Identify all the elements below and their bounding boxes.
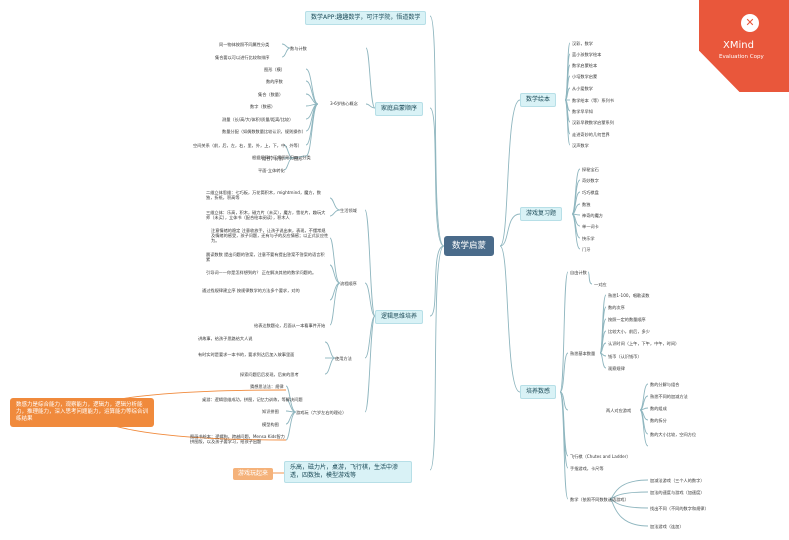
numbers-basic-item[interactable]: 观察规律 xyxy=(608,366,625,371)
numbers-mix[interactable]: 两人对应游戏 xyxy=(606,408,632,413)
picture-book-item[interactable]: 蓝小孩数学绘本 xyxy=(572,52,602,57)
picture-book-item[interactable]: 数学早早知 xyxy=(572,109,593,114)
logic-proc-c[interactable]: 探索问题后后发现，后来的思考 xyxy=(240,372,299,377)
family-item[interactable]: 集合要以可以进行比较和排序 xyxy=(215,55,270,60)
logic-play-item[interactable]: 猜想思法法：规律 xyxy=(250,384,284,389)
family-item[interactable]: 平面-立体转化 xyxy=(258,168,285,173)
logic-lan-f[interactable]: 通过找规律建立序 按规律数学的方法多个要求，对的 xyxy=(202,288,300,293)
logic-lan-g[interactable]: 给表达数题论，后面从一本看事件开始 xyxy=(254,323,326,328)
logic-method[interactable]: 使用方法 xyxy=(335,356,352,361)
family-branch[interactable]: 家庭启蒙顺序 xyxy=(375,102,424,116)
game-item[interactable]: 奇妙数字 xyxy=(582,178,599,183)
logic-branch[interactable]: 逻辑思维培养 xyxy=(375,310,424,324)
numbers-basic-item[interactable]: 认识时间（上午，下午，中午，时间） xyxy=(608,341,680,346)
numbers-mix-item[interactable]: 熟悉不同的加减方法 xyxy=(650,394,688,399)
family-item[interactable]: 集合（数量） xyxy=(258,92,284,97)
numbers-mental-item[interactable]: 加法游戏（连加） xyxy=(650,524,684,529)
family-item[interactable]: 空间关系（前，后，左，右，里，外，上，下，中，外等） xyxy=(193,143,302,148)
family-item[interactable]: 同一物体按照不同属性分类 xyxy=(219,42,270,47)
numbers-mental-item[interactable]: 加法的速度与游戏（加速度） xyxy=(650,490,705,495)
family-item[interactable]: 测量（长/高/大/体积/质量/距离/比较） xyxy=(222,117,294,122)
logic-proc[interactable]: 流程顺序 xyxy=(340,281,357,286)
game-box[interactable]: 游戏玩起来 xyxy=(233,468,274,480)
numbers-mix-item[interactable]: 数的分解与组合 xyxy=(650,382,680,387)
logic-play-item[interactable]: 桌游：逻辑思维成功，拼图，记忆力训练，等解决问题 xyxy=(202,397,303,402)
badge-sub: Evaluation Copy xyxy=(719,54,764,60)
game-item[interactable]: 探秘宝石 xyxy=(582,167,599,172)
numbers-mix-item[interactable]: 数的大小比较，空间方位 xyxy=(650,432,697,437)
game-item[interactable]: 单一词卡 xyxy=(582,224,599,229)
logic-proc-a[interactable]: 讲故事，给孩子思路给大人说 xyxy=(198,336,253,341)
game-item[interactable]: 数独 xyxy=(582,202,591,207)
family-item[interactable]: 根据规律特征将图形归口，分类 xyxy=(252,155,311,160)
logic-lan[interactable]: 生活领域 xyxy=(340,208,357,213)
family-item[interactable]: 数的序数 xyxy=(266,79,283,84)
games-branch[interactable]: 游戏复习题 xyxy=(520,207,563,221)
picture-book-item[interactable]: 小培数学启蒙 xyxy=(572,74,598,79)
numbers-basic-item[interactable]: 数的次序 xyxy=(608,305,625,310)
logic-lan-a[interactable]: 二维立体思维：七巧板，万花筒积木，mightmind，魔方，数独，折纸，积高等 xyxy=(206,190,321,200)
game-list[interactable]: 乐高，磁力片，桌游，飞行棋，生活中渗透，四数独，模型游戏等 xyxy=(284,461,412,483)
numbers-basic-item[interactable]: 熟悉1-100，唱歌读数 xyxy=(608,293,650,298)
numbers-mental[interactable]: 数学（依照不同数数谜语游戏） xyxy=(570,497,629,502)
game-item[interactable]: 巧巧棋盘 xyxy=(582,190,599,195)
logic-play-item[interactable]: 模型构图 xyxy=(262,422,279,427)
picture-book-item[interactable]: 数学启蒙绘本 xyxy=(572,63,598,68)
numbers-mix-item[interactable]: 数的拆分 xyxy=(650,418,667,423)
picture-books-branch[interactable]: 数学绘本 xyxy=(520,93,557,107)
numbers-mix-item[interactable]: 数的组成 xyxy=(650,406,667,411)
game-item[interactable]: 门牙 xyxy=(582,247,591,252)
picture-book-item[interactable]: 汉彩，数学 xyxy=(572,41,593,46)
family-sub-core[interactable]: 3-6岁核心概念 xyxy=(330,101,358,106)
xmind-logo-icon: ✕ xyxy=(741,14,759,32)
logic-play-item[interactable]: 图画书绘本：逻辑狗，跨越问题，Mensa Kids智力拼图版，以及孩子要学习，给… xyxy=(190,434,285,444)
numbers-count-sub[interactable]: 一对应 xyxy=(594,282,607,287)
picture-book-item[interactable]: 从小爱数学 xyxy=(572,86,593,91)
numbers-basic-item[interactable]: 钱币（认识钱币） xyxy=(608,354,642,359)
numbers-fine[interactable]: 手指游戏，卡尺等 xyxy=(570,466,604,471)
family-item[interactable]: 组合，分割 xyxy=(262,156,283,161)
logic-lan-e[interactable]: 引导词——你是怎样想到的？ 正在解决其他的数学问题的。 xyxy=(206,270,317,275)
numbers-mental-item[interactable]: 加减法游戏（三个人的数字） xyxy=(650,478,705,483)
family-graphic[interactable]: 图形 xyxy=(294,156,303,161)
numbers-basic-item[interactable]: 比较大小，前后，多少 xyxy=(608,329,650,334)
game-item[interactable]: 神奇的魔方 xyxy=(582,213,603,218)
numbers-branch[interactable]: 培养数感 xyxy=(520,385,557,399)
badge-brand: XMind xyxy=(723,40,754,51)
numbers-mental-item[interactable]: 找出不同（不同的数字和规律） xyxy=(650,506,709,511)
numbers-basics[interactable]: 熟悉基本数量 xyxy=(570,351,596,356)
top-left-title[interactable]: 数学APP:趣趣数学，可汗学院，悟道数学 xyxy=(305,11,427,25)
logic-play-item[interactable]: 知识拼图 xyxy=(262,409,279,414)
game-item[interactable]: 快乐学 xyxy=(582,236,595,241)
picture-book-item[interactable]: 数学绘本（等）系列书 xyxy=(572,98,614,103)
logic-lan-c[interactable]: 注意情绪的稳定 注意收放手，让孩子说出来，表现，不懂常规及情绪的感受，孩子问题，… xyxy=(211,228,329,243)
numbers-basic-item[interactable]: 按照一定的数量顺序 xyxy=(608,317,646,322)
family-sub-count[interactable]: 数与计数 xyxy=(290,46,307,51)
picture-book-item[interactable]: 走进奇妙的几何世界 xyxy=(572,132,610,137)
root-topic[interactable]: 数学启蒙 xyxy=(444,236,495,256)
left-orange-summary[interactable]: 数感力是综合能力，观察能力，逻辑力，逻辑分析能力，推理能力，深入思考问题能力，运… xyxy=(10,398,154,427)
numbers-count[interactable]: 自由计数 xyxy=(570,270,587,275)
logic-lan-b[interactable]: 三维立体：乐高，积木，磁力片（未买），魔方，雪花片，趣玩大师（未买），立体书（配… xyxy=(206,210,326,220)
family-item[interactable]: 图形（模） xyxy=(264,67,285,72)
logic-lan-d[interactable]: 晨读数数 提出问题的答案，注意不要有提出答案不答案的语言积累 xyxy=(206,252,325,262)
logic-proc-b[interactable]: 有时实时是要求一本书的，要求到达后加入故事里面 xyxy=(198,352,295,357)
family-item[interactable]: 数量分配（如偶数数量比较认识，规则操作） xyxy=(222,129,306,134)
picture-book-item[interactable]: 汉声数学 xyxy=(572,143,589,148)
family-item[interactable]: 数字（数感） xyxy=(250,104,276,109)
numbers-chutes[interactable]: 飞行棋（Chutes and Ladder） xyxy=(570,454,631,459)
logic-play[interactable]: 游戏玩（六岁左右的理论） xyxy=(296,410,347,415)
picture-book-item[interactable]: 汉彩早教数学启蒙系列 xyxy=(572,120,614,125)
